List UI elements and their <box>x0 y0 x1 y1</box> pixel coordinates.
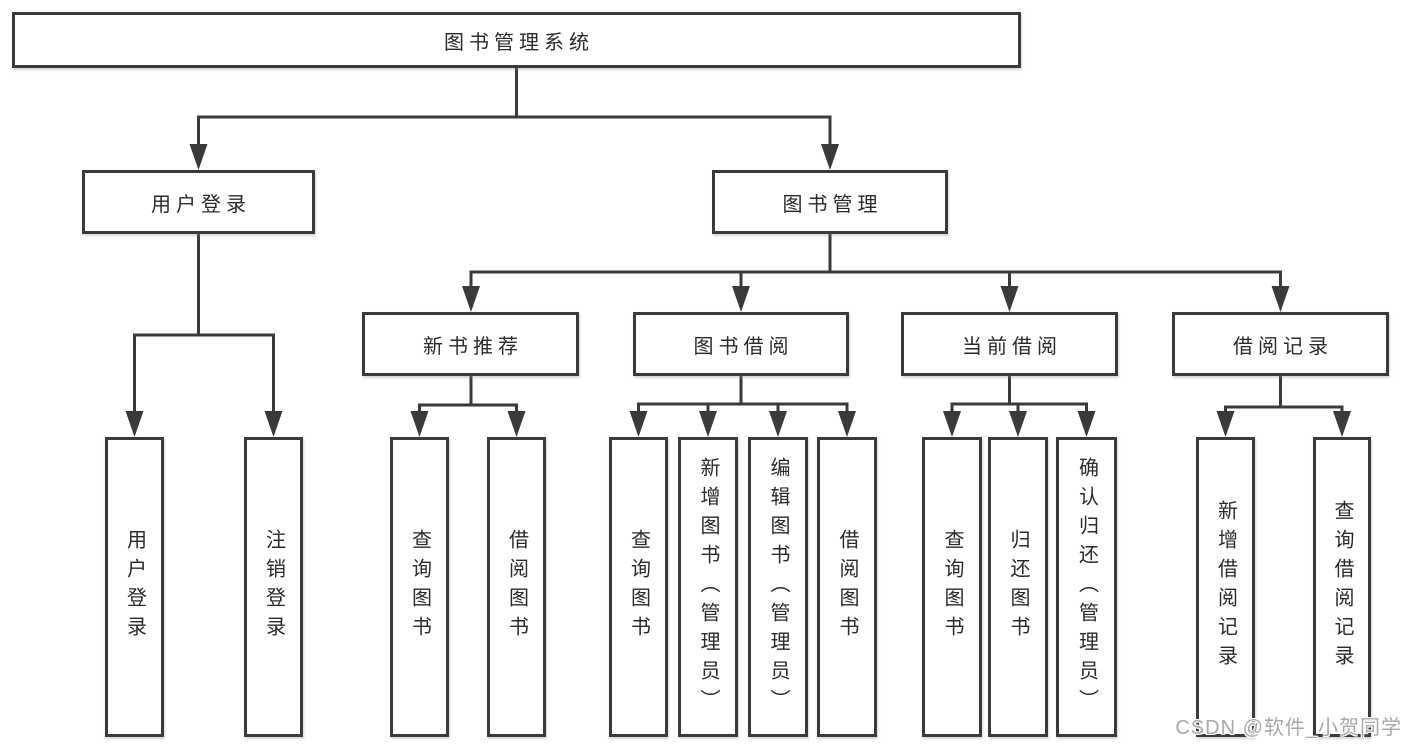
node-new-book-recommend: 新书推荐 <box>362 312 579 376</box>
connector-newbookrec-children <box>418 374 518 433</box>
node-book-borrow: 图书借阅 <box>633 312 849 376</box>
connector-arrowheads <box>125 144 1351 437</box>
csdn-watermark: CSDN @软件_小贺同学 <box>1175 717 1402 739</box>
node-logout: 注销登录 <box>244 437 303 737</box>
node-query-books-recommend: 查询图书 <box>390 437 449 737</box>
connector-bookborrow-children <box>637 374 849 433</box>
node-borrow-records: 借阅记录 <box>1172 312 1389 376</box>
arrowhead-icon <box>189 144 208 170</box>
connector-borrowrecords-children <box>1224 374 1344 433</box>
arrowhead-icon <box>1000 286 1019 312</box>
node-user-login: 用户登录 <box>82 170 315 234</box>
connector-root-to-level1 <box>197 64 832 166</box>
arrowhead-icon <box>769 411 787 437</box>
node-root: 图书管理系统 <box>12 12 1021 68</box>
arrowhead-icon <box>507 411 526 437</box>
arrowhead-icon <box>1009 411 1027 437</box>
arrowhead-icon <box>1271 286 1290 312</box>
arrowhead-icon <box>732 286 750 312</box>
arrowhead-icon <box>943 411 961 437</box>
node-return-books: 归还图书 <box>988 437 1048 737</box>
node-book-management: 图书管理 <box>712 170 948 234</box>
connector-userlogin-children <box>133 232 275 433</box>
node-query-books-borrow: 查询图书 <box>609 437 668 737</box>
arrowhead-icon <box>838 411 856 437</box>
node-borrow-books-leaf: 借阅图书 <box>817 437 877 737</box>
node-edit-books-admin: 编辑图书（管理员） <box>748 437 808 737</box>
node-query-borrow-record: 查询借阅记录 <box>1313 437 1371 737</box>
node-add-books-admin: 新增图书（管理员） <box>678 437 738 737</box>
node-confirm-return-admin: 确认归还（管理员） <box>1056 437 1117 737</box>
arrowhead-icon <box>462 286 480 312</box>
arrowhead-icon <box>1077 411 1096 437</box>
arrowhead-icon <box>821 144 839 170</box>
node-user-login-leaf: 用户登录 <box>105 437 164 737</box>
node-add-borrow-record: 新增借阅记录 <box>1196 437 1255 737</box>
arrowhead-icon <box>410 411 429 437</box>
connector-bookmgmt-to-level2 <box>469 232 1282 308</box>
arrowhead-icon <box>699 411 717 437</box>
node-query-books-current: 查询图书 <box>922 437 982 737</box>
arrowhead-icon <box>264 411 283 437</box>
arrowhead-icon <box>629 411 648 437</box>
node-current-borrow: 当前借阅 <box>901 312 1118 376</box>
arrowhead-icon <box>1333 411 1351 437</box>
arrowhead-icon <box>125 411 144 437</box>
arrowhead-icon <box>1216 411 1235 437</box>
node-borrow-books-recommend: 借阅图书 <box>487 437 546 737</box>
